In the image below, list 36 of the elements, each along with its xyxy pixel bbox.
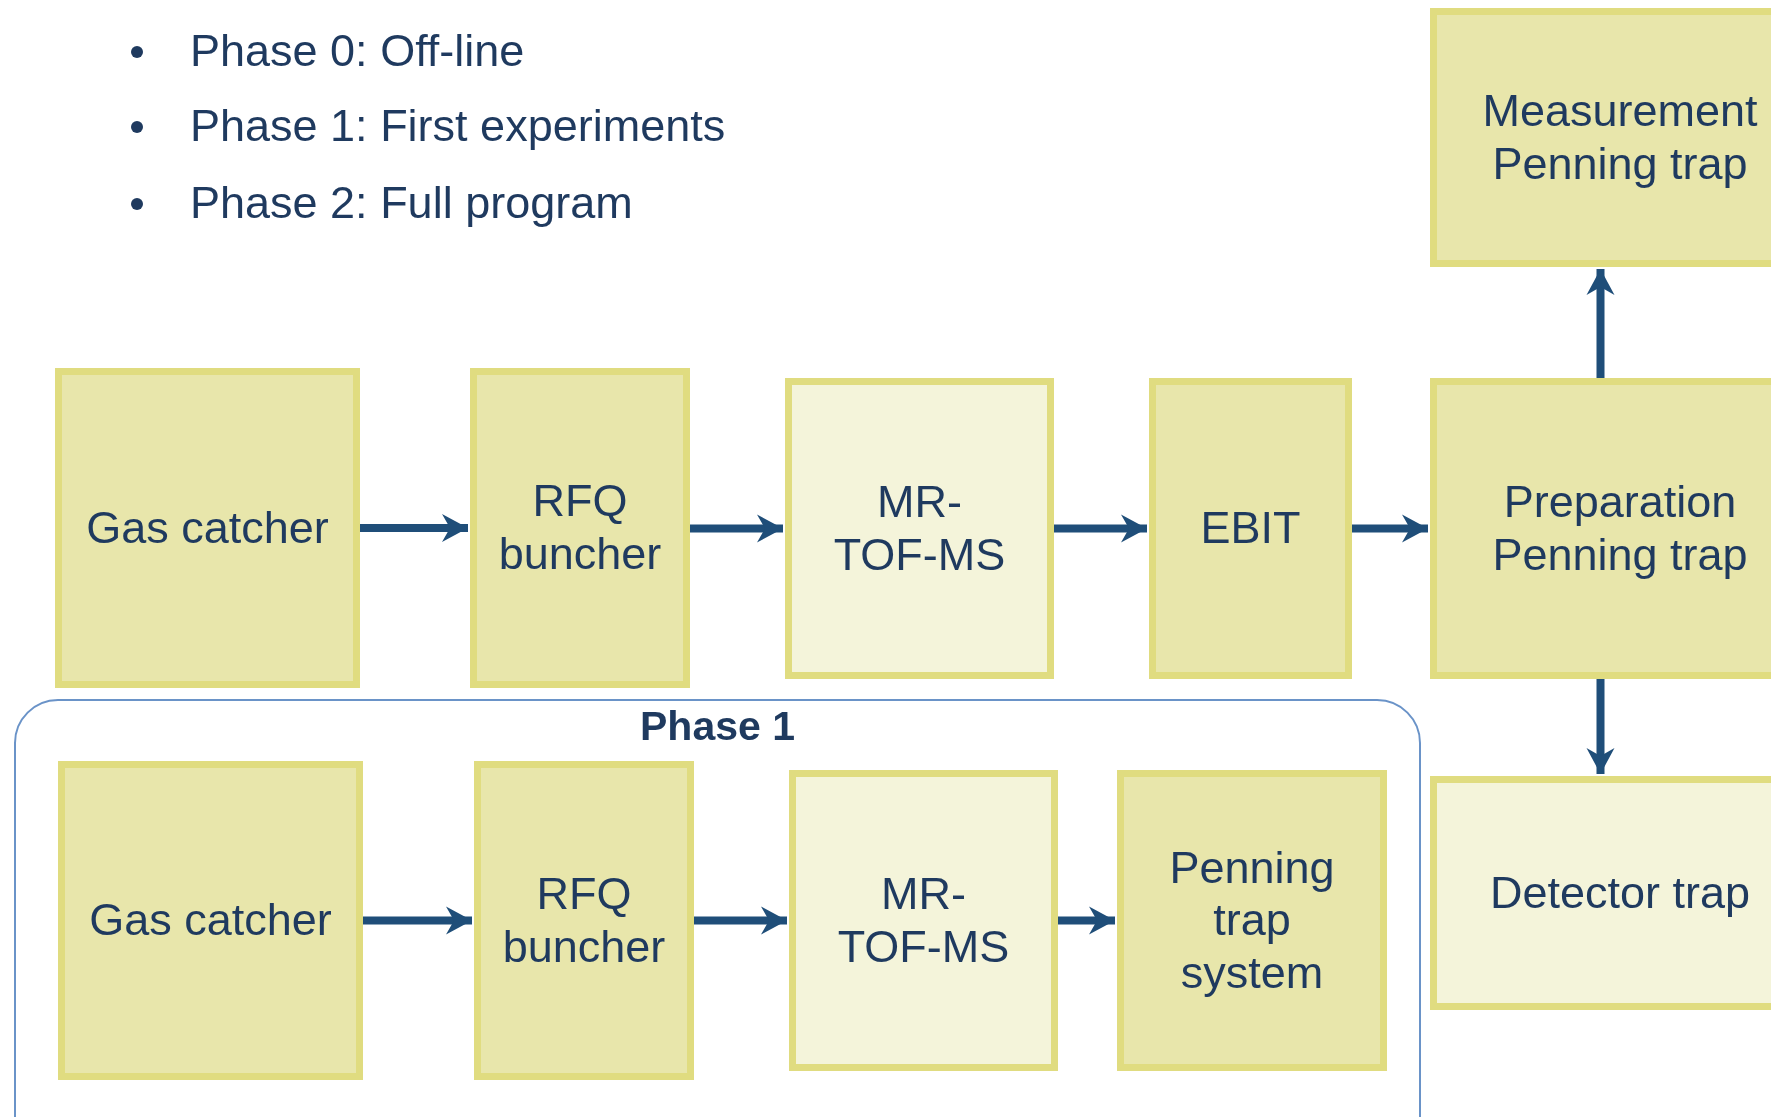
bullet-text: Phase 2: Full program bbox=[190, 177, 633, 229]
bullet-text: Phase 1: First experiments bbox=[190, 100, 726, 152]
arrow bbox=[1586, 679, 1615, 774]
bullet-text: Phase 0: Off-line bbox=[190, 25, 525, 77]
arrow bbox=[1586, 269, 1615, 378]
arrow bbox=[363, 906, 472, 935]
arrow bbox=[1352, 514, 1428, 543]
process-box bbox=[789, 770, 1058, 1071]
arrow bbox=[694, 906, 787, 935]
arrow bbox=[690, 514, 783, 543]
box-label: Gas catcher bbox=[88, 894, 333, 947]
box-label: Preparation Penning trap bbox=[1491, 475, 1749, 582]
box-label: Detector trap bbox=[1488, 866, 1752, 920]
process-box bbox=[474, 761, 694, 1080]
process-box bbox=[1430, 776, 1771, 1010]
arrow bbox=[360, 514, 468, 542]
process-box bbox=[55, 368, 360, 688]
box-label: Measurement Penning trap bbox=[1481, 84, 1759, 191]
process-box bbox=[785, 378, 1054, 679]
group-title: Phase 1 bbox=[640, 703, 795, 750]
process-box bbox=[1117, 770, 1387, 1071]
box-label: Gas catcher bbox=[85, 501, 330, 555]
arrow bbox=[1058, 906, 1115, 935]
box-label: Penning trap system bbox=[1168, 841, 1336, 1000]
arrow bbox=[1054, 514, 1147, 543]
process-box bbox=[1430, 8, 1771, 267]
phase-group-frame bbox=[14, 699, 1421, 1117]
box-label: MR-TOF-MS bbox=[832, 475, 1007, 582]
box-label: EBIT bbox=[1199, 502, 1302, 555]
box-label: RFQ buncher bbox=[501, 867, 667, 974]
process-box bbox=[1149, 378, 1352, 679]
process-box bbox=[470, 368, 690, 688]
box-label: MR-TOF-MS bbox=[836, 867, 1011, 974]
box-label: RFQ buncher bbox=[497, 475, 663, 581]
process-box bbox=[58, 761, 363, 1080]
process-box bbox=[1430, 378, 1771, 679]
